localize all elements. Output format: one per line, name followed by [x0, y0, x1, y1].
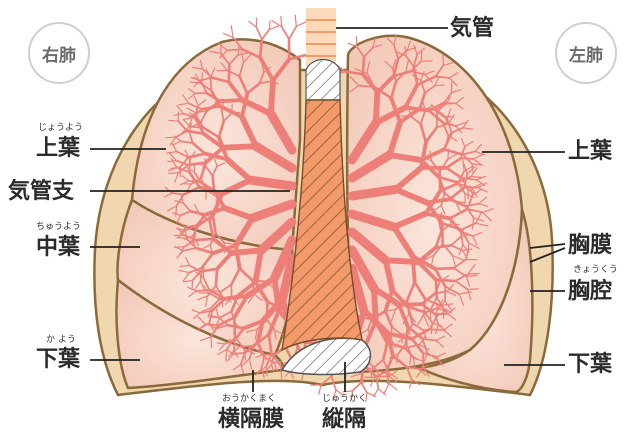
bronchus-branch: [189, 159, 190, 172]
bronchus-branch: [468, 289, 479, 290]
bronchus-branch: [295, 15, 296, 27]
bronchus-branch: [289, 27, 296, 40]
bronchus-branch: [234, 340, 235, 351]
bronchus-branch: [282, 27, 289, 39]
bronchus-branch: [367, 393, 375, 397]
bronchus-branch: [211, 337, 212, 348]
middle-lobe-ruby: ちゅうよう: [36, 222, 81, 232]
bronchus-branch: [389, 384, 397, 390]
bronchus-branch: [269, 26, 278, 29]
right-lung-badge: 右肺: [28, 22, 90, 84]
bronchus-branch: [232, 250, 262, 253]
bronchus-branch: [271, 80, 273, 113]
bronchus-branch: [384, 384, 389, 393]
bronchus-branch: [446, 104, 455, 105]
bronchus-branch: [174, 235, 184, 236]
mediastinum-ruby: じゅうかく: [322, 394, 367, 404]
bronchus-branch: [443, 55, 444, 65]
bronchus-label: 気管支: [8, 180, 74, 204]
bronchus-branch: [220, 100, 242, 101]
diaphragm-ruby: おうかくまく: [222, 394, 276, 404]
bronchus-branch: [269, 21, 270, 30]
bronchus-branch: [197, 109, 198, 118]
bronchus-branch: [176, 206, 177, 216]
bronchus-branch: [429, 329, 443, 330]
bronchus-branch: [281, 366, 282, 378]
bronchus-branch: [436, 280, 455, 281]
trachea-hatched-top: [306, 60, 340, 101]
bronchus-branch: [421, 51, 422, 61]
bronchus-branch: [468, 274, 479, 275]
bronchus-branch: [272, 21, 282, 27]
bronchus-branch: [224, 33, 234, 37]
mediastinum-label: 縦隔: [322, 408, 366, 432]
middle-lobe-label: 中葉: [36, 236, 80, 260]
bronchus-branch: [213, 176, 214, 191]
bronchus-branch: [262, 29, 269, 39]
pleura-label: 胸膜: [568, 234, 612, 258]
bronchus-branch: [319, 385, 321, 394]
upper-lobe-right-label: 上葉: [36, 137, 80, 161]
bronchus-branch: [249, 21, 257, 27]
bronchus-branch: [386, 260, 419, 262]
bronchus-branch: [435, 85, 444, 86]
diaphragm-label: 横隔膜: [218, 408, 284, 432]
bronchus-branch: [296, 22, 306, 27]
bronchus-branch: [166, 137, 176, 138]
bronchus-branch: [231, 26, 233, 38]
bronchus-branch: [440, 172, 441, 191]
bronchus-branch: [399, 304, 422, 305]
bronchus-branch: [216, 269, 217, 286]
bronchus-branch: [227, 49, 242, 50]
bronchus-branch: [435, 268, 454, 269]
bronchus-branch: [442, 223, 443, 244]
bronchus-branch: [401, 334, 410, 335]
left-lung-badge: 左肺: [555, 22, 617, 84]
bronchus-branch: [376, 92, 378, 123]
bronchus-branch: [437, 113, 438, 128]
bronchus-branch: [256, 27, 262, 39]
bronchus-branch: [448, 149, 449, 159]
bronchus-branch: [197, 290, 210, 291]
bronchus-branch: [225, 296, 247, 299]
bronchus-branch: [361, 383, 367, 393]
pleural-cavity-ruby: きょうくう: [573, 265, 618, 275]
bronchus-branch: [223, 146, 256, 147]
lower-lobe-left-label: 下葉: [568, 353, 612, 377]
bronchus-branch: [190, 127, 204, 128]
bronchus-branch: [229, 64, 230, 82]
bronchus-branch: [201, 268, 202, 281]
bronchus-branch: [232, 112, 240, 113]
bronchus-branch: [196, 239, 214, 240]
trachea-label: 気管: [450, 17, 494, 41]
lower-lobe-right-label: 下葉: [36, 348, 80, 372]
bronchus-branch: [210, 317, 218, 318]
lower-lobe-right-ruby: か よう: [46, 335, 76, 345]
bronchus-branch: [353, 383, 362, 391]
upper-lobe-right-ruby: じょうよう: [38, 123, 83, 133]
bronchus-branch: [281, 16, 282, 26]
bronchus-branch: [250, 180, 292, 186]
bronchus-branch: [211, 77, 212, 90]
bronchus-branch: [461, 158, 474, 159]
upper-lobe-left-label: 上葉: [568, 140, 612, 164]
bronchus-branch: [169, 173, 178, 174]
pleural-cavity-label: 胸腔: [568, 280, 612, 304]
bronchus-branch: [194, 164, 195, 173]
